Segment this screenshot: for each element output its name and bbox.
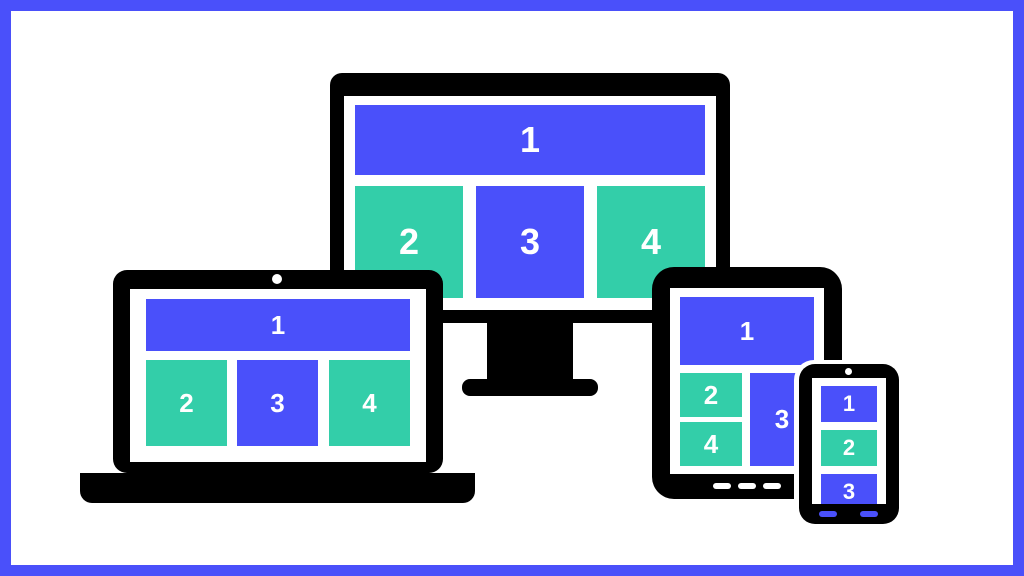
desktop-block-1: 1 — [355, 105, 705, 175]
phone-button-1 — [819, 511, 837, 517]
phone-block-2: 2 — [821, 430, 877, 466]
phone-button-2 — [860, 511, 878, 517]
phone-block-3: 3 — [821, 474, 877, 504]
tablet-block-4: 4 — [680, 422, 742, 466]
laptop-camera — [272, 274, 282, 284]
phone-block-1: 1 — [821, 386, 877, 422]
laptop-block-4: 4 — [329, 360, 410, 446]
tablet-button-2 — [738, 483, 756, 489]
laptop-base — [80, 473, 475, 503]
monitor-neck — [487, 323, 573, 383]
tablet-block-1: 1 — [680, 297, 814, 365]
desktop-block-3: 3 — [476, 186, 584, 298]
monitor-base — [462, 379, 598, 396]
tablet-button-3 — [763, 483, 781, 489]
phone-block-3-viewport: 3 — [821, 474, 877, 504]
phone-camera — [845, 368, 852, 375]
laptop-block-2: 2 — [146, 360, 227, 446]
laptop-block-1: 1 — [146, 299, 410, 351]
tablet-block-2: 2 — [680, 373, 742, 417]
laptop-block-3: 3 — [237, 360, 318, 446]
tablet-button-1 — [713, 483, 731, 489]
